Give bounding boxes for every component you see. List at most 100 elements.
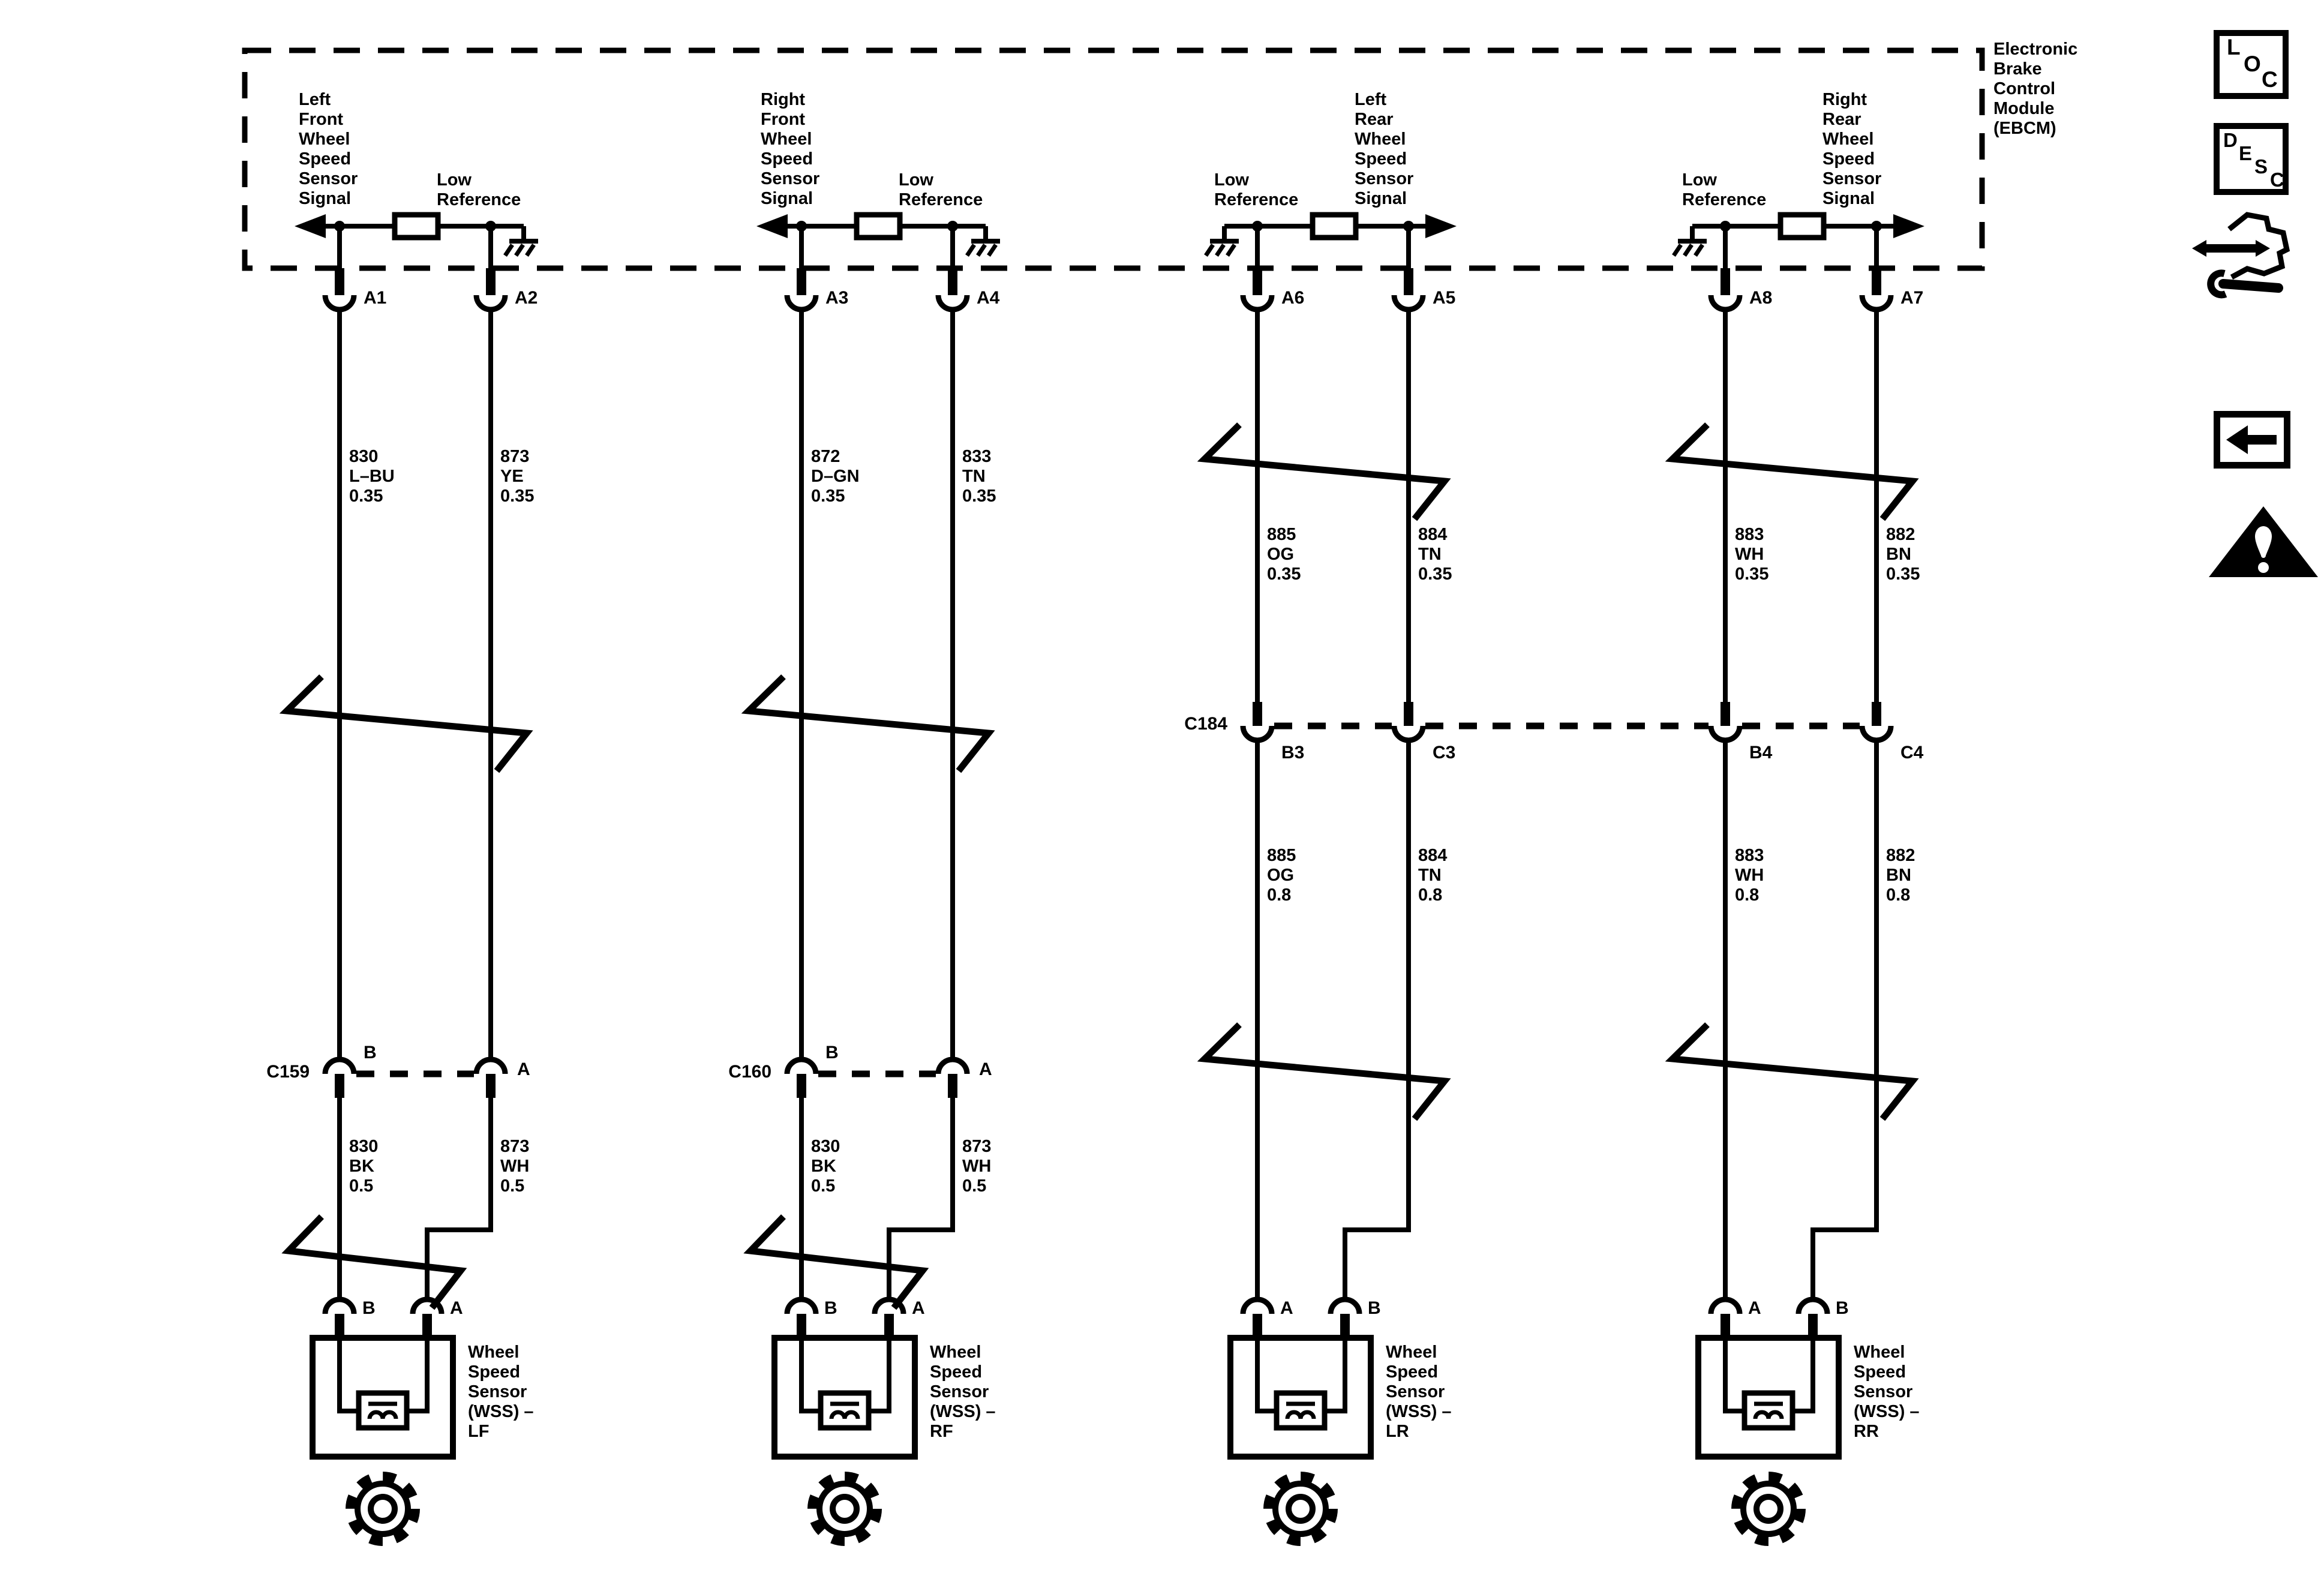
connector-terminal-icon — [1862, 726, 1891, 740]
tone-wheel-gear-icon — [350, 1476, 415, 1541]
ebcm-pin-terminal-icon — [1862, 295, 1891, 310]
ebcm-pin-terminal-icon — [1711, 295, 1740, 310]
ebcm-pin-terminal-icon — [476, 295, 505, 310]
loc-button[interactable]: L O C — [2214, 30, 2289, 99]
wire-label: 833 TN 0.35 — [962, 447, 996, 506]
wss-pin-label: B — [1836, 1298, 1849, 1318]
wire-label: 873 WH 0.5 — [962, 1137, 992, 1196]
circuit-lr-linework — [1205, 212, 1457, 1541]
connector-pin-label: C3 — [1433, 743, 1456, 763]
connector-terminal-icon — [1394, 726, 1423, 740]
connector-label: C160 — [728, 1062, 771, 1082]
wss-pin-terminal-icon — [787, 1299, 816, 1314]
ebcm-pin-label: A6 — [1281, 288, 1305, 308]
wire-label: 882 BN 0.8 — [1886, 846, 1915, 905]
wss-pin-terminal-icon — [1798, 1299, 1827, 1314]
connector-terminal-icon — [938, 1059, 967, 1074]
connector-label: C159 — [266, 1062, 310, 1082]
connector-label: C184 — [1184, 714, 1227, 734]
wss-pin-label: A — [450, 1298, 463, 1318]
wss-pin-terminal-icon — [1243, 1299, 1272, 1314]
wire-label: 830 BK 0.5 — [349, 1137, 379, 1196]
tone-wheel-gear-icon — [812, 1476, 877, 1541]
wire-label: 882 BN 0.35 — [1886, 525, 1920, 584]
ebcm-pin-label: A4 — [977, 288, 1000, 308]
wire-label: 872 D–GN 0.35 — [811, 447, 860, 506]
ebcm-pin-label: A3 — [825, 288, 849, 308]
wire-label: 883 WH 0.35 — [1735, 525, 1769, 584]
ebcm-label: Electronic Brake Control Module (EBCM) — [1993, 40, 2078, 138]
wss-pin-terminal-icon — [1711, 1299, 1740, 1314]
connector-terminal-icon — [476, 1059, 505, 1074]
wss-pin-label: B — [362, 1298, 376, 1318]
circuit-lf-linework — [287, 212, 538, 1541]
connector-terminal-icon — [1243, 726, 1272, 740]
connector-terminal-icon — [325, 1059, 354, 1074]
ebcm-pin-terminal-icon — [938, 295, 967, 310]
circuit-rf-linework — [749, 212, 1000, 1541]
tone-wheel-gear-icon — [1736, 1476, 1801, 1541]
circuit-header: Left Front Wheel Speed Sensor Signal — [299, 90, 358, 208]
wss-label: Wheel Speed Sensor (WSS) – LR — [1386, 1343, 1452, 1441]
signal-arrow-icon — [1893, 214, 1924, 238]
circuit-rr-linework — [1673, 212, 1924, 1541]
resistor-symbol — [1310, 212, 1359, 241]
ground-icon — [1206, 241, 1239, 256]
sensor-element-icon — [821, 1393, 869, 1428]
loc-letter: L — [2227, 35, 2241, 59]
desc-letter: S — [2254, 155, 2268, 178]
ebcm-pin-label: A2 — [515, 288, 538, 308]
wire-label: 885 OG 0.35 — [1267, 525, 1301, 584]
wss-pin-label: A — [1748, 1298, 1761, 1318]
circuit-header: Low Reference — [899, 170, 983, 209]
back-button[interactable] — [2214, 411, 2290, 469]
resistor-symbol — [392, 212, 441, 241]
loc-letter: O — [2244, 52, 2261, 76]
connector-pin-label: B — [825, 1043, 839, 1062]
connector-pin-label: A — [517, 1059, 530, 1079]
loc-letter: C — [2262, 67, 2278, 92]
connector-pin-label: B3 — [1281, 743, 1305, 763]
sensor-element-icon — [1277, 1393, 1325, 1428]
wss-pin-label: B — [1368, 1298, 1381, 1318]
wire-label: 884 TN 0.8 — [1418, 846, 1448, 905]
wire-label: 884 TN 0.35 — [1418, 525, 1452, 584]
ebcm-pin-label: A5 — [1433, 288, 1456, 308]
ebcm-pin-label: A7 — [1900, 288, 1924, 308]
desc-letter: E — [2239, 142, 2253, 164]
wire-label: 883 WH 0.8 — [1735, 846, 1764, 905]
wss-pin-terminal-icon — [413, 1299, 442, 1314]
signal-arrow-icon — [295, 214, 326, 238]
ebcm-pin-terminal-icon — [325, 295, 354, 310]
connector-terminal-icon — [1711, 726, 1740, 740]
ebcm-pin-terminal-icon — [1394, 295, 1423, 310]
wire-label: 885 OG 0.8 — [1267, 846, 1296, 905]
wss-box — [1695, 1335, 1842, 1460]
ebcm-pin-label: A1 — [364, 288, 387, 308]
diagnostic-wrench-icon[interactable] — [2190, 211, 2310, 301]
wire-label: 873 WH 0.5 — [500, 1137, 530, 1196]
wss-label: Wheel Speed Sensor (WSS) – LF — [468, 1343, 534, 1441]
ground-icon — [505, 241, 538, 256]
signal-arrow-icon — [756, 214, 788, 238]
connector-pin-label: B4 — [1749, 743, 1773, 763]
circuit-header: Low Reference — [437, 170, 521, 209]
circuit-header: Left Rear Wheel Speed Sensor Signal — [1355, 90, 1414, 208]
warning-triangle-icon[interactable] — [2206, 505, 2320, 580]
back-arrow-icon — [2226, 425, 2277, 454]
circuit-header: Low Reference — [1682, 170, 1767, 209]
wire-label: 830 L–BU 0.35 — [349, 447, 395, 506]
circuit-header: Right Rear Wheel Speed Sensor Signal — [1822, 90, 1882, 208]
signal-arrow-icon — [1425, 214, 1457, 238]
wss-box — [310, 1335, 456, 1460]
ebcm-pin-terminal-icon — [787, 295, 816, 310]
desc-button[interactable]: D E S C — [2214, 123, 2289, 195]
circuit-header: Right Front Wheel Speed Sensor Signal — [761, 90, 820, 208]
sensor-element-icon — [359, 1393, 407, 1428]
connector-pin-label: A — [979, 1059, 992, 1079]
wss-pin-label: B — [824, 1298, 837, 1318]
wire-label: 830 BK 0.5 — [811, 1137, 840, 1196]
desc-letter: D — [2223, 129, 2238, 151]
